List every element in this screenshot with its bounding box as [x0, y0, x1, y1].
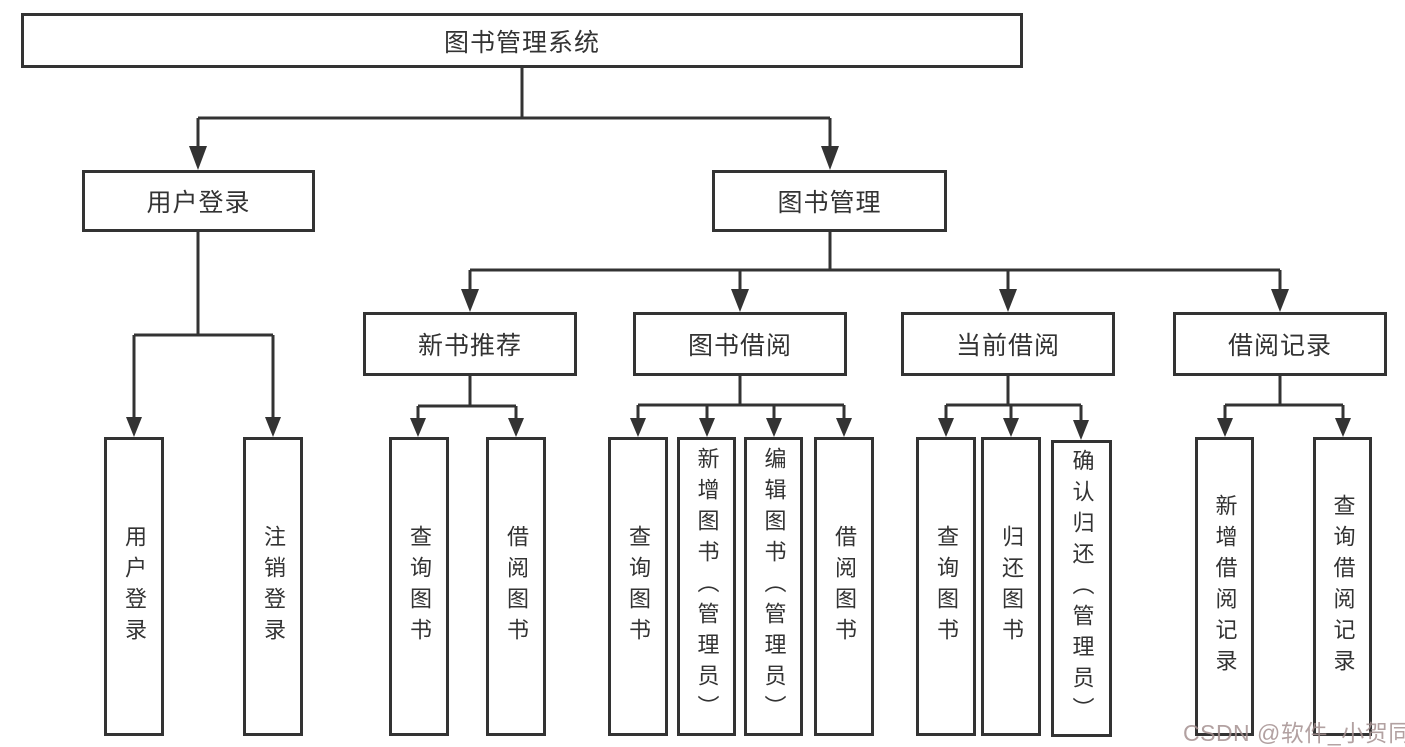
leaf-query-borrow-record: 查询借阅记录	[1313, 437, 1372, 736]
node-current-borrowing: 当前借阅	[901, 312, 1115, 376]
leaf-logout: 注销登录	[243, 437, 303, 736]
arrowhead-icon-level2	[461, 289, 1289, 312]
arrowhead-icon-current-borrowing-leaves	[938, 418, 1089, 440]
connector-book-borrowing-to-leaves	[636, 376, 846, 423]
leaf-query-books-under-new-book: 查询图书	[389, 437, 449, 736]
connector-current-borrowing-to-leaves	[944, 376, 1083, 425]
node-root-library-management-system: 图书管理系统	[21, 13, 1023, 68]
leaf-return-books: 归还图书	[981, 437, 1041, 736]
connector-user-login-to-leaves	[132, 232, 275, 421]
leaf-query-books-under-book-borrowing: 查询图书	[608, 437, 668, 736]
arrowhead-icon-new-book-leaves	[410, 418, 524, 437]
leaf-add-borrow-record: 新增借阅记录	[1195, 437, 1254, 736]
connector-root-to-level1	[196, 68, 832, 150]
leaf-add-book-admin: 新增图书（管理员）	[677, 437, 736, 736]
leaf-user-login: 用户登录	[104, 437, 164, 736]
node-book-management: 图书管理	[712, 170, 947, 232]
csdn-watermark: CSDN @软件_小贺同学	[1183, 720, 1405, 746]
node-book-borrowing: 图书借阅	[633, 312, 847, 376]
connector-book-management-to-level2	[468, 232, 1282, 294]
node-user-login: 用户登录	[82, 170, 315, 232]
arrowhead-icon-user-login-leaves	[126, 417, 281, 437]
leaf-borrow-books-under-new-book: 借阅图书	[486, 437, 546, 736]
node-new-book-recommendation: 新书推荐	[363, 312, 577, 376]
leaf-edit-book-admin: 编辑图书（管理员）	[744, 437, 803, 736]
arrowhead-icon-borrowing-records-leaves	[1217, 418, 1351, 437]
leaf-confirm-return-admin: 确认归还（管理员）	[1051, 440, 1112, 737]
arrowhead-icon-book-borrowing-leaves	[630, 418, 852, 437]
leaf-query-books-under-current-borrowing: 查询图书	[916, 437, 976, 736]
connector-borrowing-records-to-leaves	[1223, 376, 1345, 423]
node-borrowing-records: 借阅记录	[1173, 312, 1387, 376]
arrowhead-icon-level1	[189, 146, 839, 170]
leaf-borrow-books-under-book-borrowing: 借阅图书	[814, 437, 874, 736]
connector-new-book-to-leaves	[416, 376, 518, 423]
